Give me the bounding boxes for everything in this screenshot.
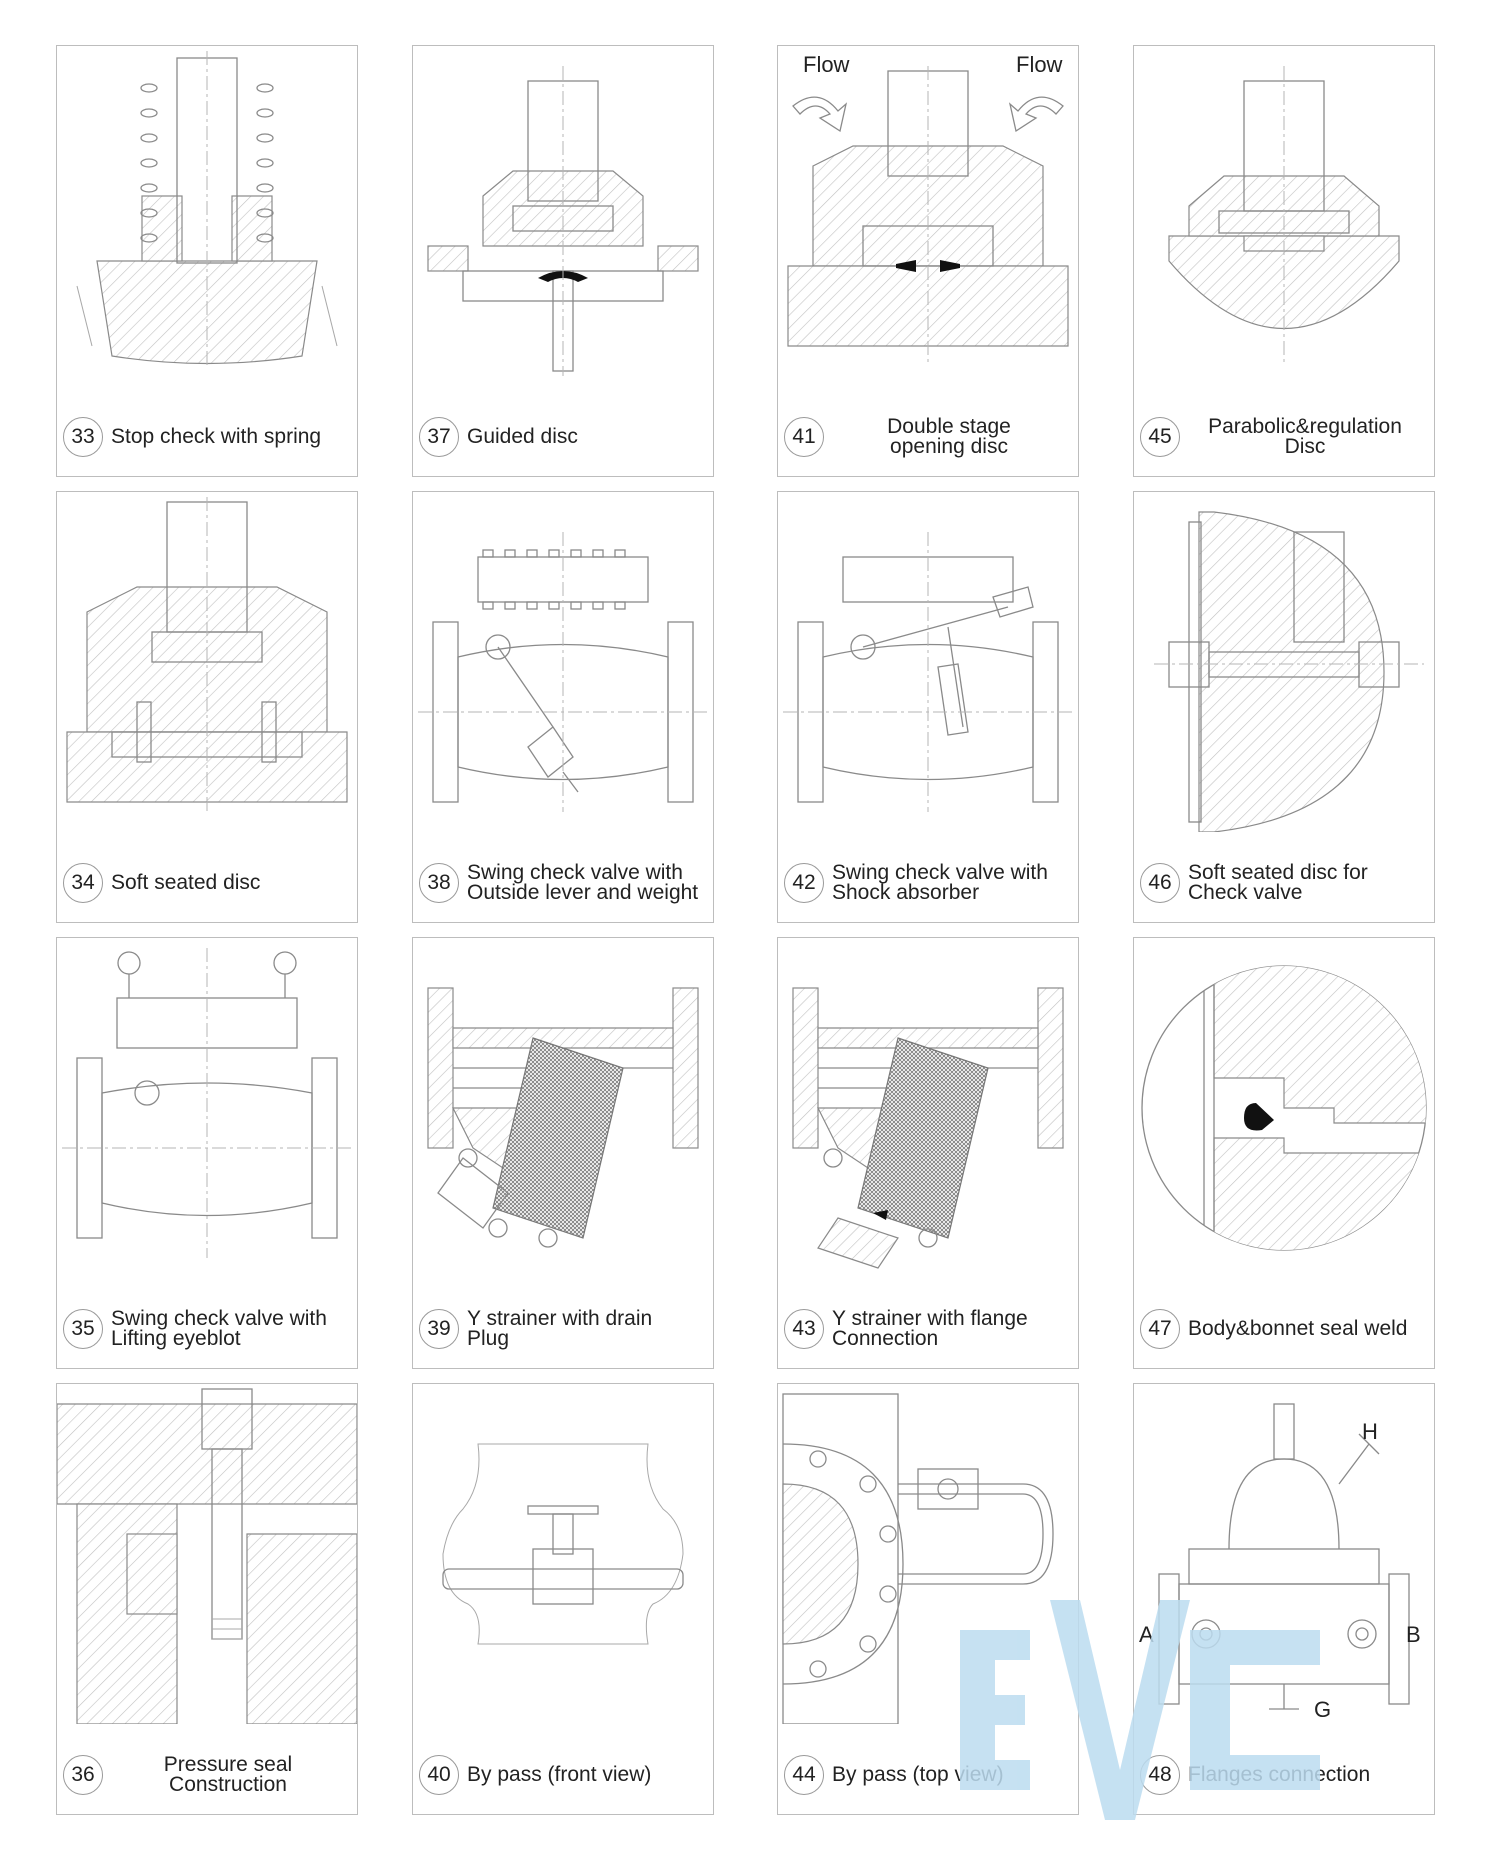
figure-label: Swing check valve with Outside lever and… bbox=[467, 861, 699, 904]
figure-label: Y strainer with flange Connection bbox=[832, 1307, 1028, 1350]
flow-label-right: Flow bbox=[1016, 52, 1063, 77]
caption: 41 Double stage opening disc bbox=[784, 408, 1074, 466]
double-stage-disc-drawing: Flow Flow bbox=[787, 52, 1069, 366]
swing-check-eyebolt-drawing bbox=[62, 948, 352, 1258]
caption: 33 Stop check with spring bbox=[63, 408, 353, 466]
figure-label: Body&bonnet seal weld bbox=[1188, 1317, 1408, 1340]
caption: 47 Body&bonnet seal weld bbox=[1140, 1300, 1430, 1358]
figure-label: By pass (front view) bbox=[467, 1763, 652, 1786]
figure-number: 34 bbox=[63, 863, 103, 903]
figure-number: 40 bbox=[419, 1755, 459, 1795]
soft-seated-disc-drawing bbox=[66, 497, 348, 812]
figure-number: 45 bbox=[1140, 417, 1180, 457]
figure-label: Pressure seal Construction bbox=[163, 1753, 293, 1796]
figure-number: 39 bbox=[419, 1309, 459, 1349]
y-strainer-drain-drawing bbox=[427, 987, 699, 1248]
caption: 34 Soft seated disc bbox=[63, 854, 353, 912]
panel-48: H A B G 48 Flanges connection bbox=[1133, 1383, 1435, 1815]
caption: 43 Y strainer with flange Connection bbox=[784, 1300, 1074, 1358]
figure-label: Soft seated disc bbox=[111, 871, 261, 894]
figure-number: 47 bbox=[1140, 1309, 1180, 1349]
panel-36: 36 Pressure seal Construction bbox=[56, 1383, 358, 1815]
figure-label: Stop check with spring bbox=[111, 425, 322, 448]
panel-41: Flow Flow 41 Double stage opening disc bbox=[777, 45, 1079, 477]
guided-disc-drawing bbox=[427, 66, 699, 376]
caption: 42 Swing check valve with Shock absorber bbox=[784, 854, 1074, 912]
figure-number: 38 bbox=[419, 863, 459, 903]
parabolic-disc-drawing bbox=[1168, 66, 1400, 366]
figure-number: 35 bbox=[63, 1309, 103, 1349]
caption: 46 Soft seated disc for Check valve bbox=[1140, 854, 1430, 912]
point-b-label: B bbox=[1406, 1622, 1421, 1647]
flow-label-left: Flow bbox=[803, 52, 850, 77]
swing-check-lever-drawing bbox=[418, 532, 708, 812]
point-g-label: G bbox=[1314, 1697, 1331, 1722]
stop-check-spring-drawing bbox=[76, 51, 338, 366]
caption: 35 Swing check valve with Lifting eyeblo… bbox=[63, 1300, 353, 1358]
swing-check-shock-drawing bbox=[783, 532, 1073, 812]
y-strainer-flange-drawing bbox=[792, 987, 1064, 1269]
caption: 39 Y strainer with drain Plug bbox=[419, 1300, 709, 1358]
figure-number: 46 bbox=[1140, 863, 1180, 903]
figure-number: 44 bbox=[784, 1755, 824, 1795]
panel-47: 47 Body&bonnet seal weld bbox=[1133, 937, 1435, 1369]
panel-39: 39 Y strainer with drain Plug bbox=[412, 937, 714, 1369]
figure-number: 42 bbox=[784, 863, 824, 903]
caption: 45 Parabolic&regulation Disc bbox=[1140, 408, 1430, 466]
point-a-label: A bbox=[1139, 1622, 1154, 1647]
soft-seated-check-drawing bbox=[1154, 511, 1424, 832]
caption: 36 Pressure seal Construction bbox=[63, 1746, 353, 1804]
figure-label: Swing check valve with Shock absorber bbox=[832, 861, 1048, 904]
caption: 37 Guided disc bbox=[419, 408, 709, 466]
caption: 40 By pass (front view) bbox=[419, 1746, 709, 1804]
panel-37: 37 Guided disc bbox=[412, 45, 714, 477]
figure-label: Y strainer with drain Plug bbox=[467, 1307, 653, 1350]
panel-46: 46 Soft seated disc for Check valve bbox=[1133, 491, 1435, 923]
figure-number: 37 bbox=[419, 417, 459, 457]
figure-number: 48 bbox=[1140, 1755, 1180, 1795]
figure-number: 33 bbox=[63, 417, 103, 457]
panel-42: 42 Swing check valve with Shock absorber bbox=[777, 491, 1079, 923]
figure-label: Parabolic&regulation Disc bbox=[1208, 415, 1402, 458]
panel-40: 40 By pass (front view) bbox=[412, 1383, 714, 1815]
bypass-front-drawing bbox=[442, 1443, 684, 1645]
seal-weld-drawing bbox=[1141, 965, 1427, 1251]
panel-45: 45 Parabolic&regulation Disc bbox=[1133, 45, 1435, 477]
pressure-seal-drawing bbox=[57, 1388, 357, 1724]
figure-label: Soft seated disc for Check valve bbox=[1188, 861, 1368, 904]
panel-43: 43 Y strainer with flange Connection bbox=[777, 937, 1079, 1369]
figure-label: Double stage opening disc bbox=[887, 415, 1011, 458]
figure-grid: 33 Stop check with spring 37 Guided disc… bbox=[56, 45, 1446, 1815]
flanges-connection-drawing: H A B G bbox=[1139, 1403, 1421, 1722]
caption: 38 Swing check valve with Outside lever … bbox=[419, 854, 709, 912]
figure-number: 43 bbox=[784, 1309, 824, 1349]
figure-label: Guided disc bbox=[467, 425, 578, 448]
panel-33: 33 Stop check with spring bbox=[56, 45, 358, 477]
figure-number: 41 bbox=[784, 417, 824, 457]
panel-34: 34 Soft seated disc bbox=[56, 491, 358, 923]
panel-38: 38 Swing check valve with Outside lever … bbox=[412, 491, 714, 923]
figure-label: Swing check valve with Lifting eyeblot bbox=[111, 1307, 327, 1350]
figure-number: 36 bbox=[63, 1755, 103, 1795]
point-h-label: H bbox=[1362, 1419, 1378, 1444]
watermark-logo bbox=[960, 1600, 1320, 1820]
bypass-top-drawing bbox=[782, 1393, 1054, 1724]
panel-35: 35 Swing check valve with Lifting eyeblo… bbox=[56, 937, 358, 1369]
